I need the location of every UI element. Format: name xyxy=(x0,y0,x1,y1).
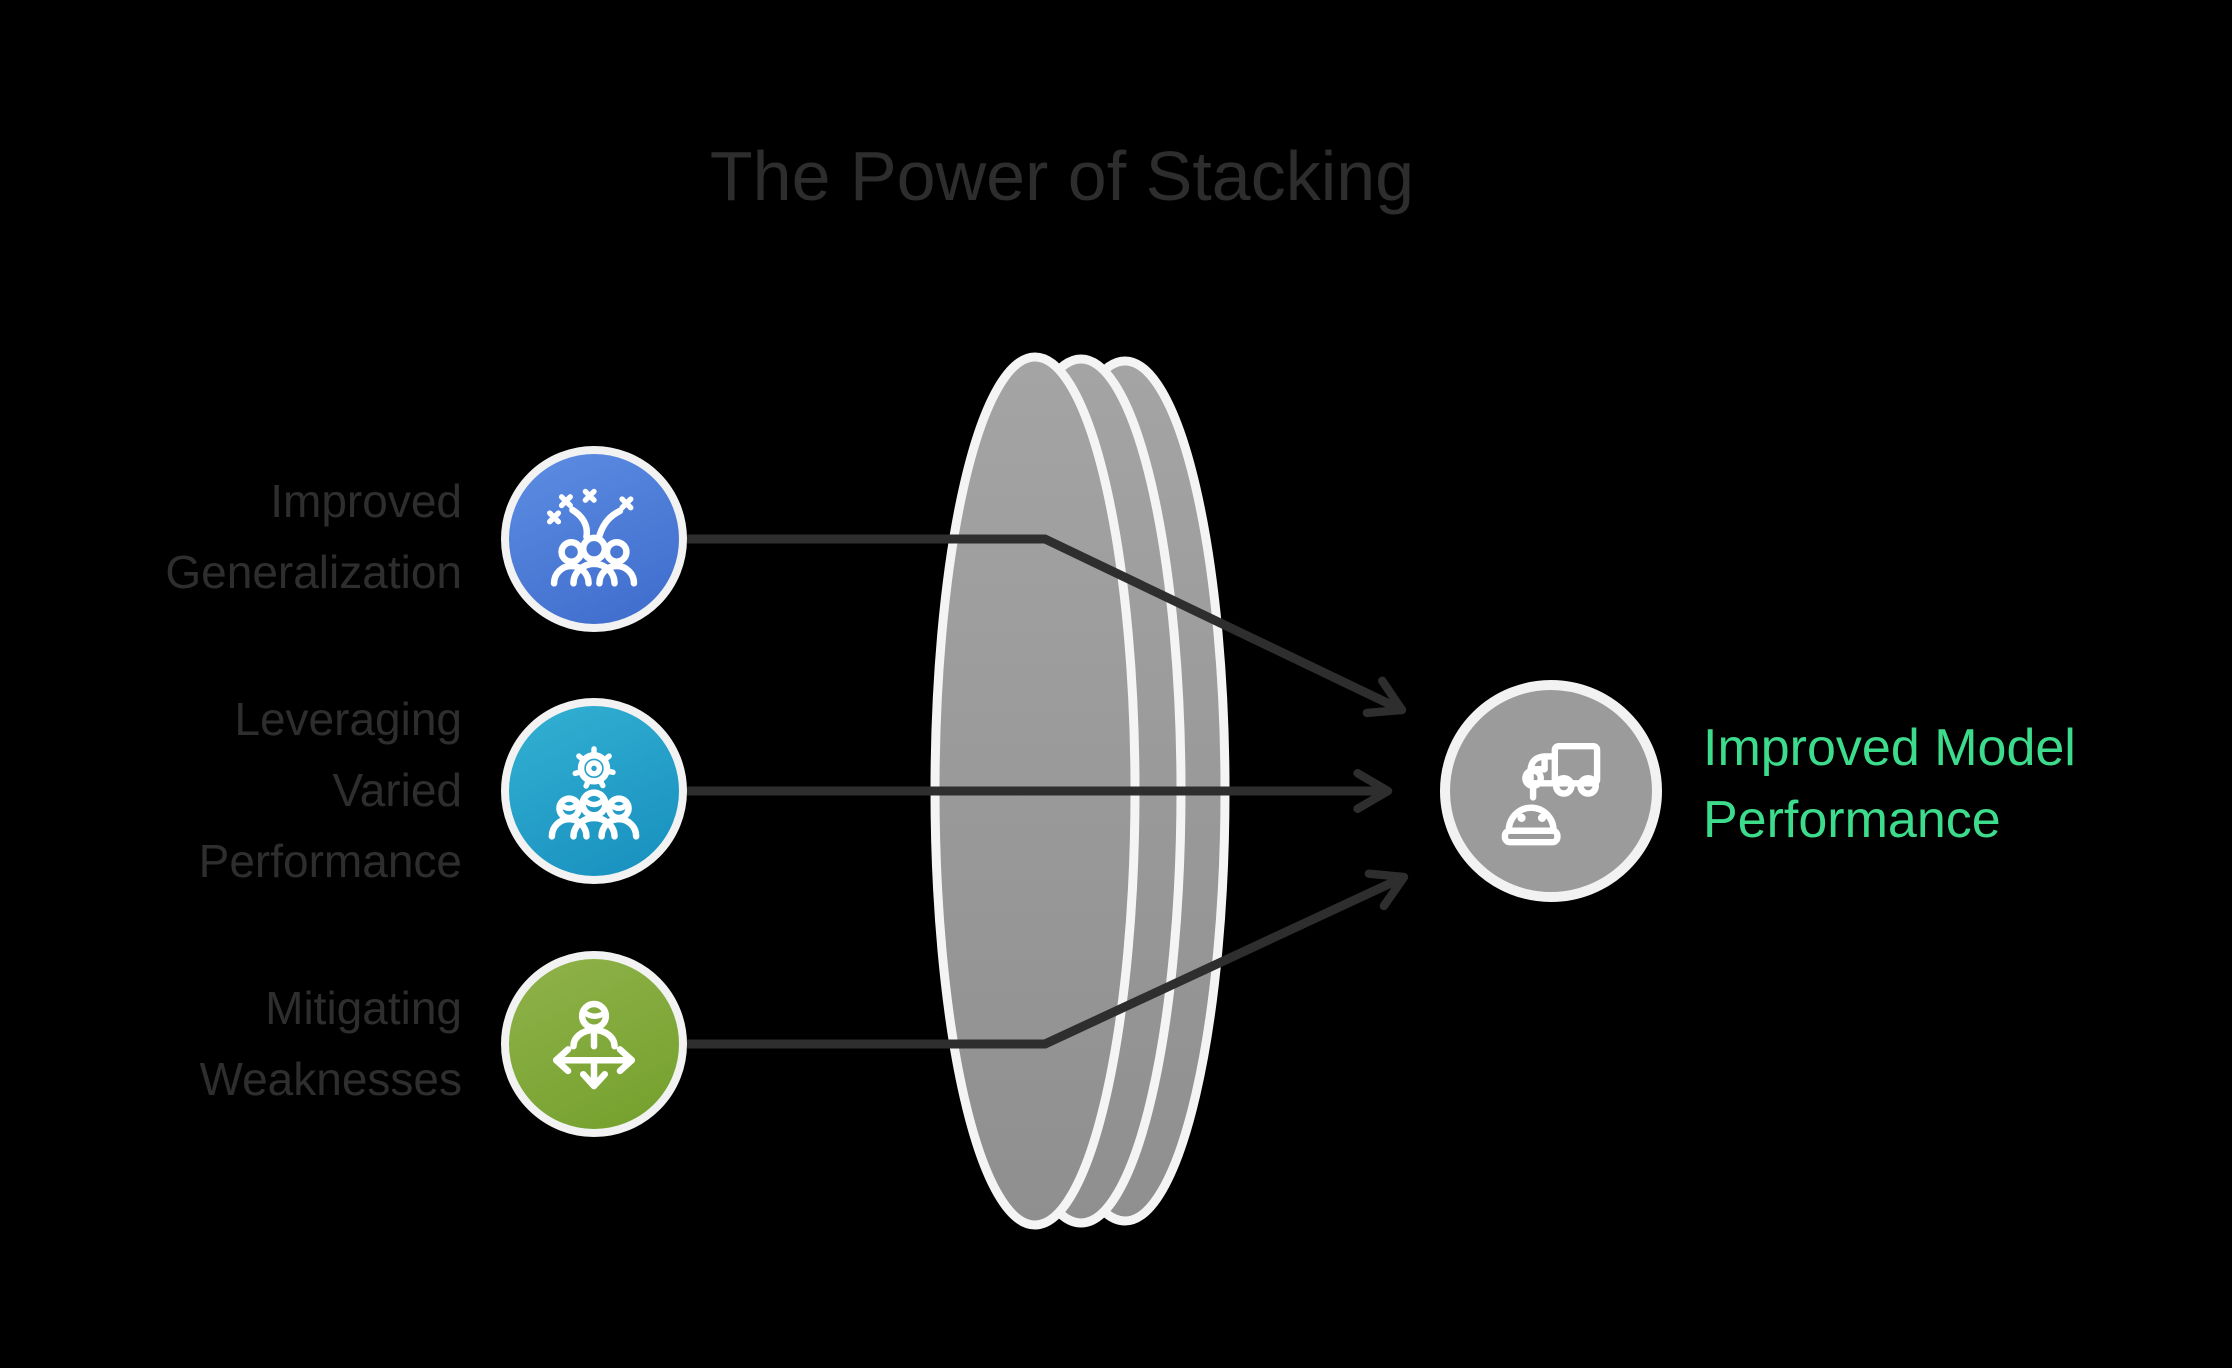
input-node-mitigating-weaknesses xyxy=(501,951,687,1137)
celebration-team-icon xyxy=(547,488,638,587)
input-label-improved-generalization: Improved Generalization xyxy=(165,475,462,598)
output-label: Improved Model Performance xyxy=(1703,719,2076,849)
arrow-mitigating-weaknesses xyxy=(687,869,1409,1049)
team-gear-icon xyxy=(548,746,640,840)
page-title: The Power of Stacking xyxy=(709,137,1415,215)
input-node-leveraging-varied-performance xyxy=(501,698,687,884)
arrow-improved-generalization xyxy=(687,534,1407,718)
input-node-improved-generalization xyxy=(501,446,687,632)
output-node-improved-model-performance xyxy=(1440,680,1662,902)
person-directions-icon xyxy=(552,1000,636,1090)
input-label-leveraging-varied-performance: Leveraging Varied Performance xyxy=(198,693,462,887)
input-label-mitigating-weaknesses: Mitigating Weaknesses xyxy=(199,982,462,1105)
robot-delivery-icon xyxy=(1501,743,1601,846)
